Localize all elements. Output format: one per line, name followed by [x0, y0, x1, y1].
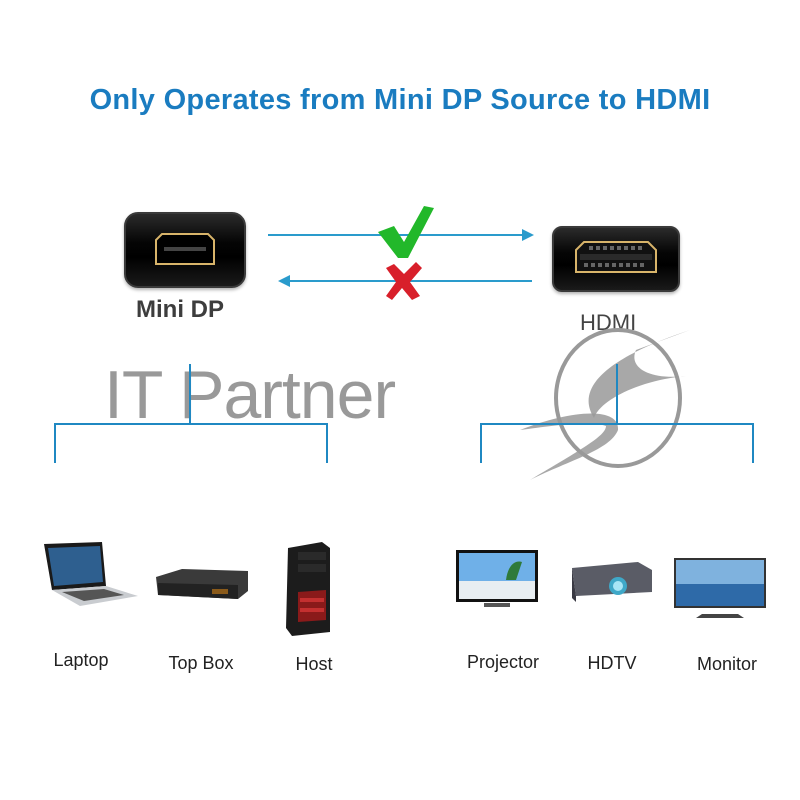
mini-dp-label: Mini DP [136, 296, 224, 323]
device-label-projector: Projector [466, 652, 540, 672]
cross-icon [386, 262, 422, 300]
target-bracket-stem [616, 364, 618, 424]
watermark-logo-icon [520, 328, 690, 480]
set-top-box-icon [156, 569, 248, 599]
watermark-text: IT Partner [104, 357, 396, 433]
hdmi-port-icon [552, 226, 680, 292]
tv-icon [456, 550, 538, 607]
mini-displayport-icon [124, 212, 246, 288]
laptop-icon [44, 542, 138, 606]
page-title: Only Operates from Mini DP Source to HDM… [89, 84, 711, 116]
device-label-laptop: Laptop [53, 650, 109, 670]
source-bracket-left [54, 423, 56, 463]
target-bracket-left [480, 423, 482, 463]
source-bracket-right [326, 423, 328, 463]
check-icon [378, 206, 434, 258]
projector-icon [572, 562, 652, 602]
source-bracket-stem [189, 364, 191, 424]
device-label-monitor: Monitor [696, 654, 758, 674]
monitor-icon [674, 558, 766, 618]
source-bracket-top [54, 423, 328, 425]
device-label-top-box: Top Box [168, 653, 234, 673]
pc-tower-icon [286, 542, 330, 636]
device-label-host: Host [295, 654, 333, 674]
target-bracket-right [752, 423, 754, 463]
target-bracket-top [480, 423, 754, 425]
direction-arrows [268, 206, 534, 300]
device-label-hdtv: HDTV [587, 653, 637, 673]
